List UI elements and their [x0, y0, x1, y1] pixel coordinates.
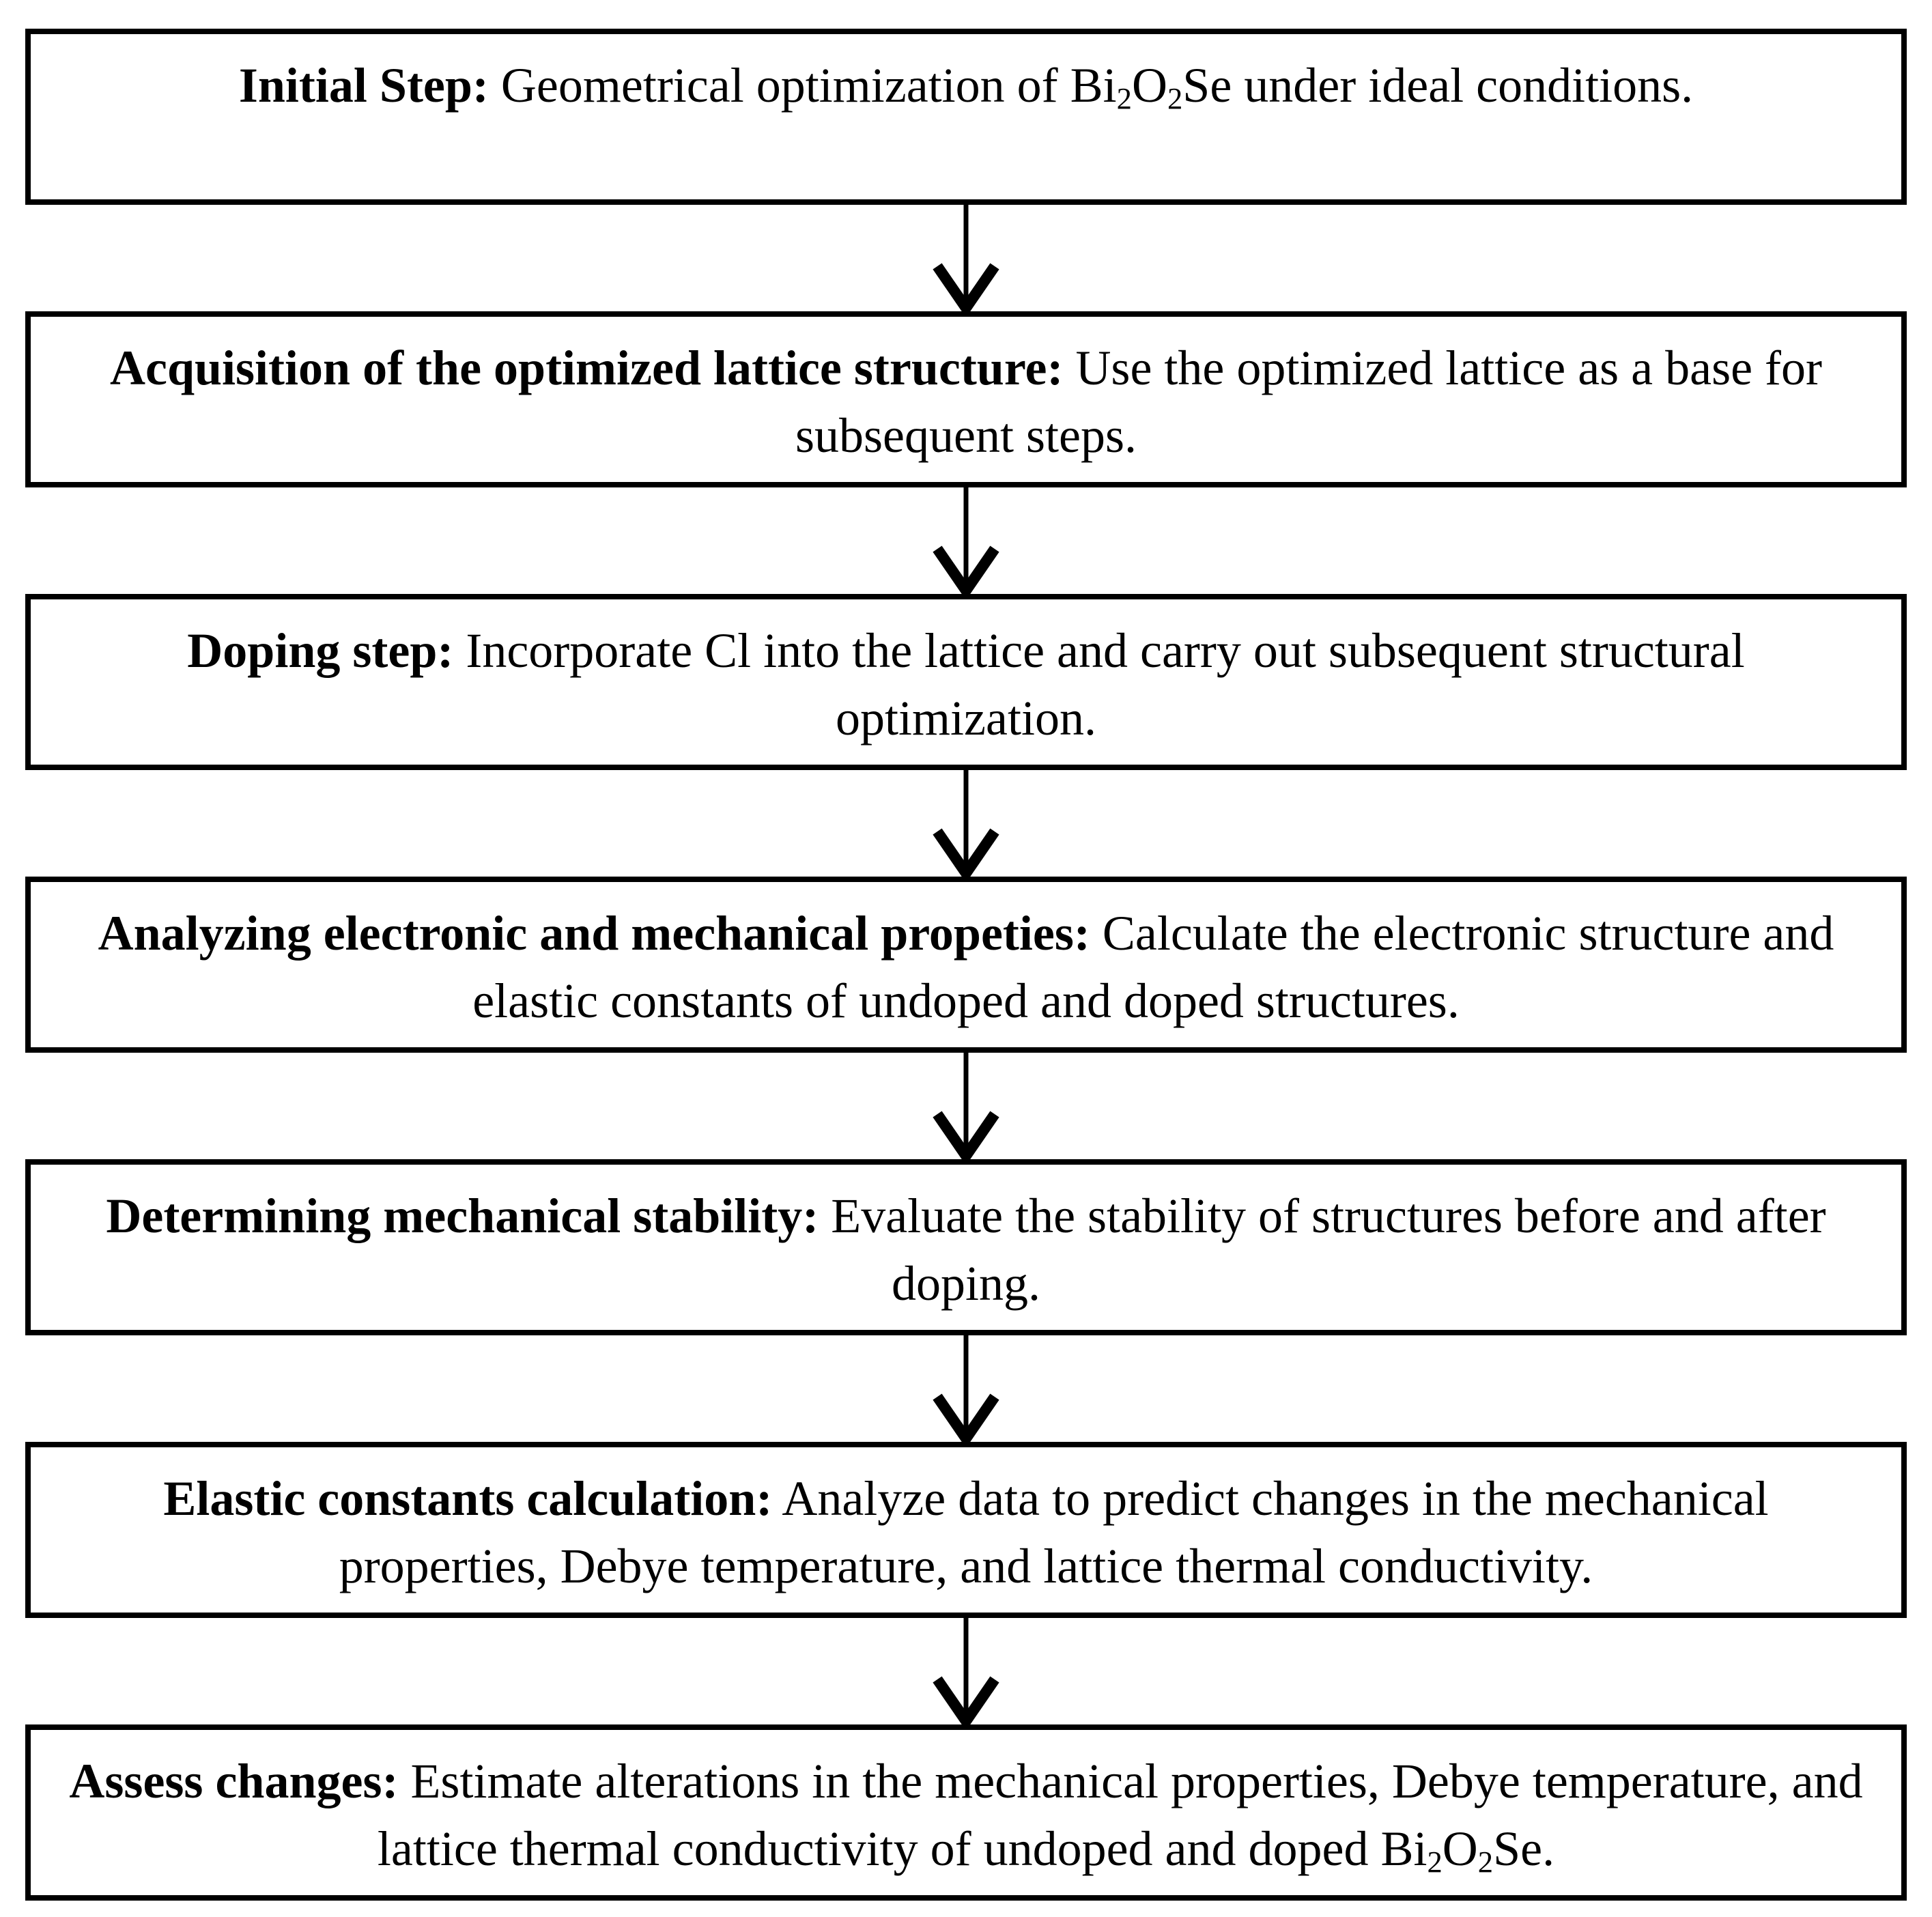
flow-box-analyzing-electronic-mechanical-properties: Analyzing electronic and mechanical prop… — [25, 877, 1907, 1053]
subscript-text: 2 — [1116, 81, 1132, 115]
flow-connector — [25, 1618, 1907, 1724]
box-text: Doping step: Incorporate Cl into the lat… — [31, 599, 1901, 752]
box-body-text: Calculate the electronic structure and e… — [472, 906, 1834, 1028]
box-body-text: Use the optimized lattice as a base for … — [795, 341, 1823, 463]
box-text: Acquisition of the optimized lattice str… — [31, 317, 1901, 470]
box-lead-label: Analyzing electronic and mechanical prop… — [98, 906, 1090, 961]
flow-box-initial-step: Initial Step: Geometrical optimization o… — [25, 29, 1907, 205]
flow-box-elastic-constants-calculation: Elastic constants calculation: Analyze d… — [25, 1442, 1907, 1618]
box-text: Elastic constants calculation: Analyze d… — [31, 1447, 1901, 1600]
flow-connector — [25, 487, 1907, 594]
box-body-text: O — [1442, 1821, 1478, 1876]
flow-box-acquisition-optimized-lattice: Acquisition of the optimized lattice str… — [25, 311, 1907, 487]
box-lead-label: Doping step: — [187, 623, 454, 678]
down-arrow-icon — [933, 487, 999, 594]
subscript-text: 2 — [1477, 1844, 1494, 1879]
box-lead-label: Assess changes: — [69, 1754, 399, 1808]
flow-connector — [25, 1335, 1907, 1442]
box-body-text: Evaluate the stability of structures bef… — [819, 1189, 1826, 1311]
flow-connector — [25, 770, 1907, 877]
box-body-text: Analyze data to predict changes in the m… — [339, 1471, 1769, 1593]
box-body-text: Geometrical optimization of Bi — [488, 58, 1117, 113]
down-arrow-icon — [933, 205, 999, 311]
box-body-text: Estimate alterations in the mechanical p… — [377, 1754, 1863, 1876]
box-lead-label: Initial Step: — [238, 58, 489, 113]
subscript-text: 2 — [1427, 1844, 1443, 1879]
box-body-text: Se under ideal conditions. — [1182, 58, 1694, 113]
box-body-text: Se. — [1493, 1821, 1555, 1876]
flow-box-determining-mechanical-stability: Determining mechanical stability: Evalua… — [25, 1159, 1907, 1335]
down-arrow-icon — [933, 1335, 999, 1442]
box-lead-label: Determining mechanical stability: — [106, 1189, 819, 1243]
box-body-text: Incorporate Cl into the lattice and carr… — [453, 623, 1745, 746]
box-text: Initial Step: Geometrical optimization o… — [31, 34, 1901, 119]
flow-connector — [25, 1053, 1907, 1159]
flow-connector — [25, 205, 1907, 311]
down-arrow-icon — [933, 770, 999, 877]
subscript-text: 2 — [1167, 81, 1183, 115]
box-body-text: O — [1131, 58, 1167, 113]
box-lead-label: Elastic constants calculation: — [163, 1471, 773, 1526]
box-text: Determining mechanical stability: Evalua… — [31, 1165, 1901, 1318]
down-arrow-icon — [933, 1618, 999, 1724]
box-text: Analyzing electronic and mechanical prop… — [31, 882, 1901, 1035]
flow-box-assess-changes: Assess changes: Estimate alterations in … — [25, 1724, 1907, 1901]
box-text: Assess changes: Estimate alterations in … — [31, 1730, 1901, 1883]
box-lead-label: Acquisition of the optimized lattice str… — [109, 341, 1064, 395]
down-arrow-icon — [933, 1053, 999, 1159]
flow-box-doping-step: Doping step: Incorporate Cl into the lat… — [25, 594, 1907, 770]
